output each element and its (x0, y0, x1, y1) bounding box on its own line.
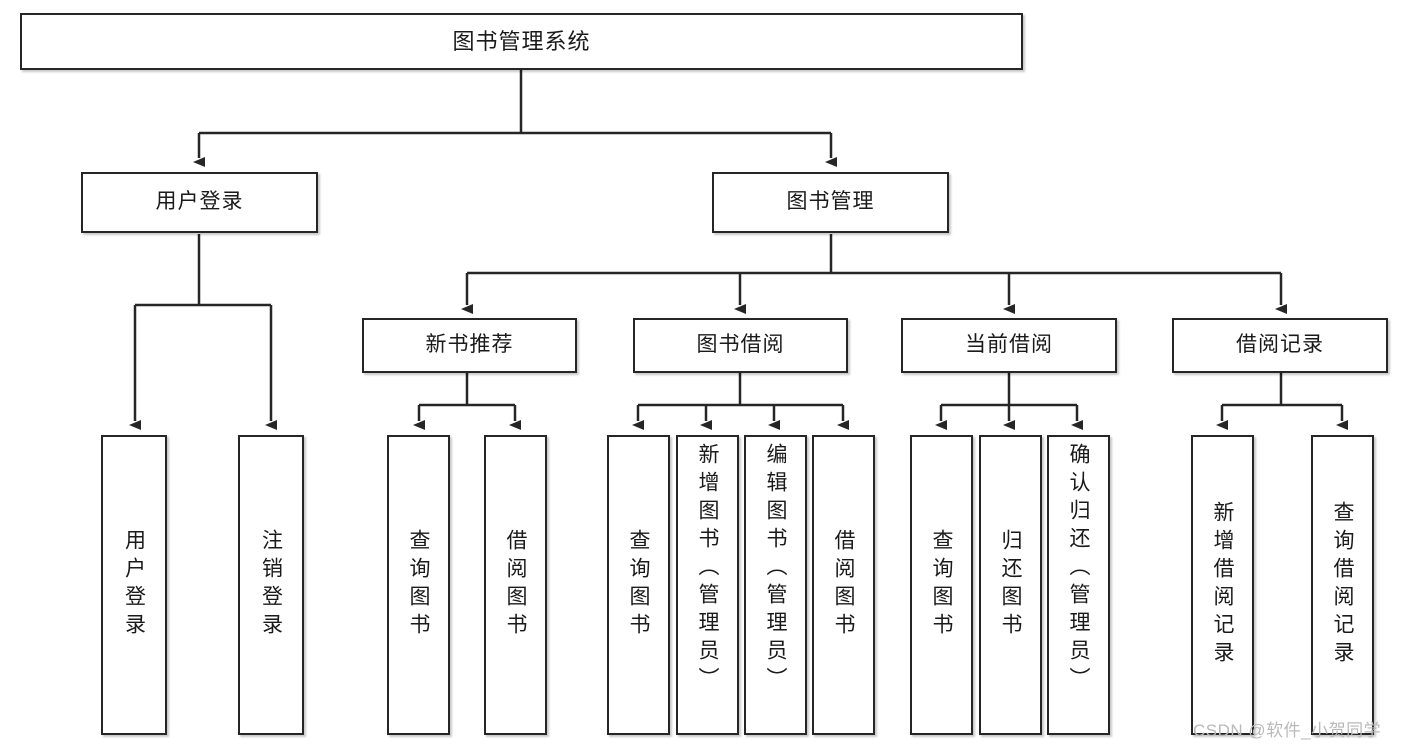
leaf-add-record-label: 新增借阅记录 (1211, 501, 1234, 669)
leaf-borrow-book-1[interactable]: 借阅图书 (484, 435, 547, 735)
leaf-edit-book[interactable]: 编辑图书（管理员） (744, 435, 807, 735)
node-book-manage[interactable]: 图书管理 (712, 172, 949, 233)
leaf-return-book-label: 归还图书 (999, 529, 1022, 641)
leaf-confirm-return-label: 确认归还（管理员） (1067, 443, 1090, 695)
node-new-book-recommendation-label: 新书推荐 (425, 333, 514, 357)
node-new-book-recommendation[interactable]: 新书推荐 (362, 318, 577, 373)
leaf-query-book-1-label: 查询图书 (407, 529, 430, 641)
leaf-add-book[interactable]: 新增图书（管理员） (676, 435, 739, 735)
leaf-query-book-3-label: 查询图书 (930, 529, 953, 641)
leaf-user-login[interactable]: 用户登录 (101, 435, 167, 735)
leaf-user-login-label: 用户登录 (122, 529, 146, 641)
leaf-borrow-book-2[interactable]: 借阅图书 (812, 435, 875, 735)
node-user-login[interactable]: 用户登录 (81, 172, 318, 233)
leaf-query-book-1[interactable]: 查询图书 (387, 435, 450, 735)
leaf-user-logout[interactable]: 注销登录 (238, 435, 304, 735)
leaf-user-logout-label: 注销登录 (259, 529, 283, 641)
node-user-login-label: 用户登录 (155, 190, 244, 214)
leaf-add-record[interactable]: 新增借阅记录 (1191, 435, 1254, 735)
watermark-text: CSDN @软件_小贺同学 (1193, 721, 1382, 740)
leaf-query-record[interactable]: 查询借阅记录 (1311, 435, 1374, 735)
node-root[interactable]: 图书管理系统 (20, 13, 1023, 70)
node-current-borrow[interactable]: 当前借阅 (901, 318, 1117, 373)
node-current-borrow-label: 当前借阅 (965, 333, 1053, 357)
leaf-query-book-3[interactable]: 查询图书 (910, 435, 973, 735)
leaf-add-book-label: 新增图书（管理员） (696, 443, 719, 695)
leaf-query-book-2[interactable]: 查询图书 (607, 435, 670, 735)
leaf-confirm-return[interactable]: 确认归还（管理员） (1047, 435, 1110, 735)
node-book-manage-label: 图书管理 (786, 190, 875, 214)
leaf-query-book-2-label: 查询图书 (627, 529, 650, 641)
node-book-borrow-label: 图书借阅 (696, 333, 785, 357)
leaf-borrow-book-1-label: 借阅图书 (504, 529, 527, 641)
leaf-return-book[interactable]: 归还图书 (979, 435, 1042, 735)
leaf-edit-book-label: 编辑图书（管理员） (764, 443, 787, 695)
node-root-label: 图书管理系统 (452, 28, 591, 54)
node-borrow-record-label: 借阅记录 (1236, 333, 1324, 357)
leaf-borrow-book-2-label: 借阅图书 (832, 529, 855, 641)
leaf-query-record-label: 查询借阅记录 (1331, 501, 1354, 669)
node-borrow-record[interactable]: 借阅记录 (1172, 318, 1388, 373)
node-book-borrow[interactable]: 图书借阅 (633, 318, 848, 373)
